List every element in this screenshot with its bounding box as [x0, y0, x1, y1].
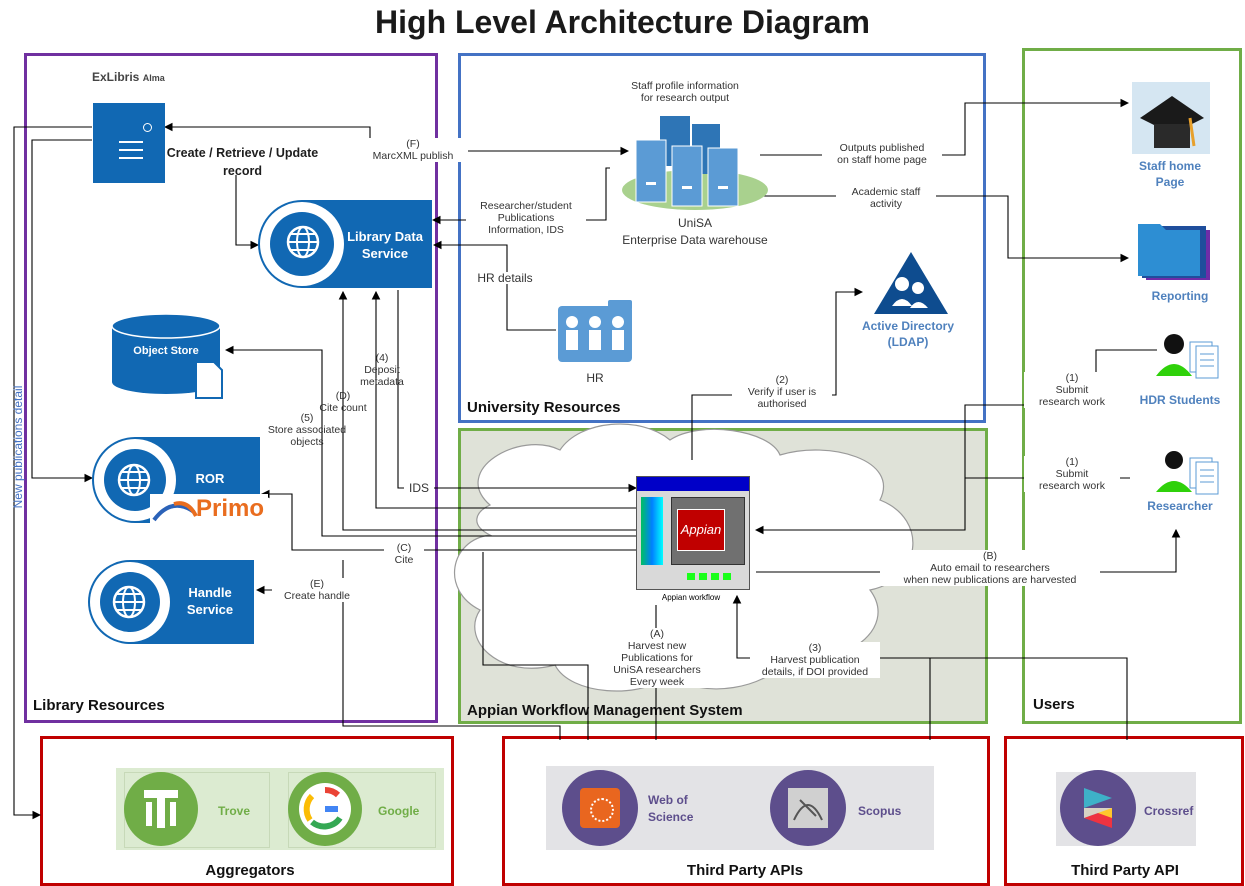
edge-cite: (C) Cite	[384, 542, 424, 566]
exlibris-text: ExLibris	[92, 70, 140, 84]
web-of-science-icon	[562, 770, 638, 846]
edge-auto-email: (B) Auto email to researchers when new p…	[880, 550, 1100, 586]
web-of-science-label: Web of Science	[648, 793, 694, 824]
edge-verify: (2) Verify if user is authorised	[732, 374, 832, 410]
reporting-label: Reporting	[1151, 289, 1209, 303]
google-icon	[288, 772, 362, 846]
hr-people-icon	[556, 300, 634, 362]
third-party-api-label: Third Party API	[1071, 862, 1179, 879]
edge-new-publications: New publications detail	[11, 385, 25, 509]
university-resources-panel: University Resources	[458, 53, 986, 423]
hdr-label: HDR Students	[1139, 393, 1221, 407]
crossref-icon	[1060, 770, 1136, 846]
primo-text: Primo	[196, 495, 265, 522]
edge-submit-hdr: (1) Submit research work	[1024, 372, 1120, 408]
google-label: Google	[378, 804, 420, 818]
users-panel: Users	[1022, 48, 1242, 724]
edge-submit-researcher: (1) Submit research work	[1024, 456, 1120, 492]
edge-hr-details: HR details	[470, 272, 540, 284]
edge-researcher-info: Researcher/student Publications Informat…	[466, 200, 586, 236]
object-store-label: Object Store	[133, 345, 199, 357]
primo-logo: Primo	[150, 494, 268, 524]
appian-panel-label: Appian Workflow Management System	[467, 702, 743, 719]
edge-outputs-published: Outputs published on staff home page	[822, 142, 942, 166]
staff-profile-label: Staff profile information for research o…	[631, 80, 739, 104]
third-party-apis-label: Third Party APIs	[686, 862, 804, 879]
edge-deposit: (4) Deposit metadata	[360, 352, 404, 388]
edge-academic-activity: Academic staff activity	[836, 186, 936, 210]
folder-icon	[1138, 220, 1214, 282]
university-panel-label: University Resources	[467, 399, 621, 416]
scopus-icon	[770, 770, 846, 846]
edw-label: Enterprise Data warehouse	[622, 233, 768, 247]
staff-home-label: Staff home Page	[1138, 159, 1201, 189]
library-panel-label: Library Resources	[33, 697, 165, 714]
edge-f-label: (F) MarcXML publish	[358, 138, 468, 162]
page-title: High Level Architecture Diagram	[375, 4, 870, 40]
alma-server-icon	[93, 103, 165, 183]
ror-label: ROR	[195, 471, 225, 486]
researcher-label: Researcher	[1147, 499, 1213, 513]
appian-logo: Appian	[677, 509, 725, 551]
active-directory-label: Active Directory (LDAP)	[861, 319, 955, 349]
graduation-cap-icon	[1132, 82, 1210, 154]
edge-cite-count: (D) Cite count	[319, 390, 367, 414]
object-store-icon	[110, 313, 223, 399]
hr-label: HR	[586, 371, 604, 385]
globe-icon	[114, 460, 154, 500]
trove-icon	[124, 772, 198, 846]
aggregators-label: Aggregators	[205, 862, 295, 879]
hdr-user-icon	[1152, 328, 1224, 388]
crossref-label: Crossref	[1144, 804, 1194, 818]
trove-label: Trove	[218, 804, 251, 818]
unisa-label: UniSA	[677, 216, 712, 230]
edw-servers-icon	[620, 112, 770, 212]
researcher-user-icon	[1152, 448, 1224, 502]
edge-create-handle: (E) Create handle	[272, 578, 362, 602]
edge-harvest-a: (A) Harvest new Publications for UniSA r…	[604, 628, 710, 688]
edge-store-objects: (5) Store associated objects	[267, 412, 347, 448]
appian-workflow-label: Appian workflow	[661, 593, 721, 602]
crud-label: Create / Retrieve / Update record	[166, 146, 319, 178]
active-directory-icon	[872, 250, 950, 316]
globe-icon	[283, 222, 323, 262]
edge-harvest-3: (3) Harvest publication details, if DOI …	[750, 642, 880, 678]
exlibris-logo: ExLibris Alma	[92, 70, 165, 84]
scopus-label: Scopus	[858, 804, 902, 818]
edge-ids: IDS	[404, 482, 434, 494]
lds-label: Library Data Service	[347, 229, 423, 261]
alma-text: Alma	[142, 73, 165, 83]
globe-icon	[109, 582, 149, 622]
appian-app-window[interactable]: Appian	[636, 476, 750, 590]
library-resources-panel: Library Resources	[24, 53, 438, 723]
handle-label: Handle Service	[186, 585, 234, 617]
users-panel-label: Users	[1033, 696, 1075, 713]
